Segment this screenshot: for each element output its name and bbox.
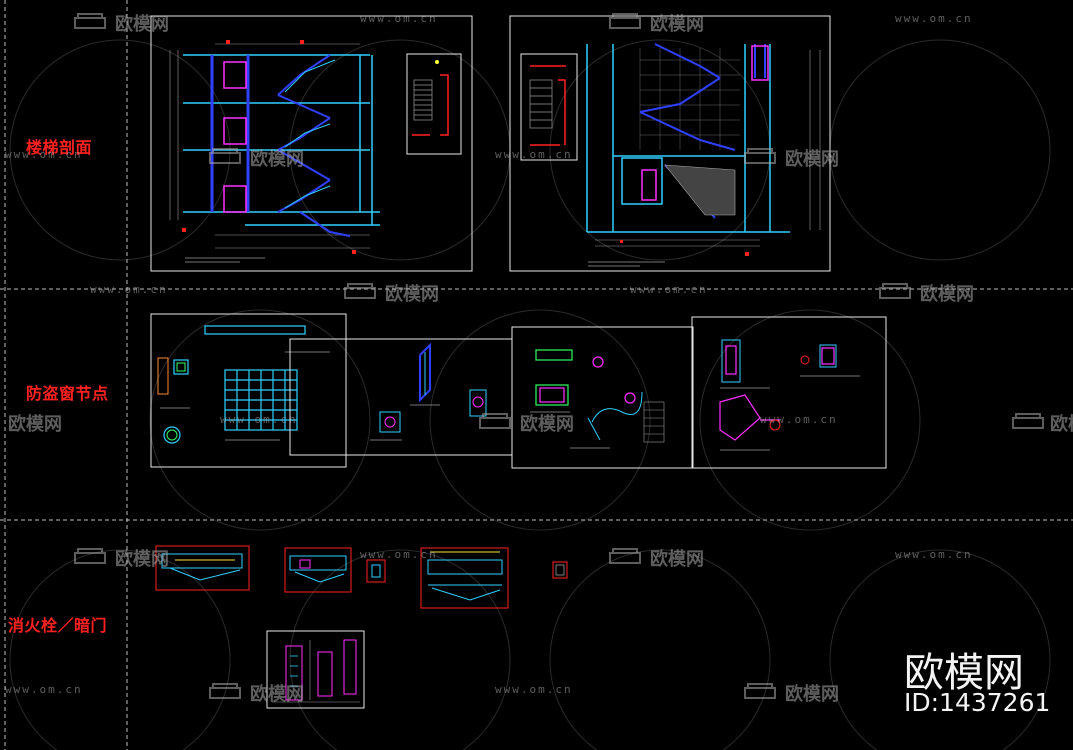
row-label-stair-section: 楼梯剖面 — [26, 138, 93, 157]
watermark-text: 欧模网 — [115, 14, 169, 35]
watermark-url: www.om.cn — [495, 683, 573, 696]
watermark-logo-icon — [74, 13, 106, 29]
hydrant-detail-4[interactable] — [420, 547, 509, 609]
watermark-url: www.om.cn — [495, 148, 573, 161]
watermark-logo-icon — [879, 283, 911, 299]
watermark-url: www.om.cn — [630, 283, 708, 296]
antitheft-sheet-4[interactable] — [691, 316, 887, 469]
watermark-logo-icon — [609, 548, 641, 564]
hydrant-detail-2[interactable] — [284, 547, 352, 593]
watermark-logo-icon — [744, 683, 776, 699]
watermark-url: www.om.cn — [220, 413, 298, 426]
brand-id: ID:1437261 — [904, 688, 1051, 717]
watermark-text: 欧模网 — [785, 684, 839, 705]
watermark-text: 欧模网 — [250, 149, 304, 170]
watermark-url: www.om.cn — [5, 683, 83, 696]
watermark-logo-icon — [209, 148, 241, 164]
watermark-logo-icon — [744, 148, 776, 164]
watermark-url: www.om.cn — [90, 283, 168, 296]
watermark-url: www.om.cn — [360, 548, 438, 561]
watermark-text: 欧模网 — [8, 414, 62, 435]
watermark-logo-icon — [74, 548, 106, 564]
stair-section-sheet-a[interactable] — [150, 15, 473, 272]
watermark-text: 欧模网 — [385, 284, 439, 305]
row-label-antitheft-window: 防盗窗节点 — [26, 384, 109, 403]
watermark-url: www.om.cn — [760, 413, 838, 426]
row-label-hydrant-door: 消火栓／暗门 — [8, 616, 108, 635]
watermark-logo-icon — [1012, 413, 1044, 429]
watermark-text: 欧模网 — [250, 684, 304, 705]
watermark-url: www.om.cn — [895, 12, 973, 25]
watermark-url: www.om.cn — [360, 12, 438, 25]
hydrant-detail-5[interactable] — [552, 561, 568, 579]
watermark-logo-icon — [344, 283, 376, 299]
stair-section-sheet-b[interactable] — [509, 15, 831, 272]
watermark-logo-icon — [609, 13, 641, 29]
watermark-url: www.om.cn — [5, 148, 83, 161]
watermark-text: 欧模网 — [920, 284, 974, 305]
brand-watermark: 欧模网 — [904, 650, 1024, 696]
antitheft-sheet-3[interactable] — [511, 326, 694, 469]
hydrant-detail-3[interactable] — [366, 559, 386, 583]
watermark-url: www.om.cn — [895, 548, 973, 561]
watermark-text: 欧模网 — [650, 14, 704, 35]
watermark-text: 欧模网 — [785, 149, 839, 170]
hidden-door-sheet[interactable] — [266, 630, 365, 709]
watermark-logo-icon — [479, 413, 511, 429]
watermark-text: 欧模网 — [650, 549, 704, 570]
antitheft-sheet-2[interactable] — [289, 338, 513, 456]
hydrant-detail-1[interactable] — [155, 545, 250, 591]
watermark-circles — [9, 39, 1051, 750]
watermark-text: 欧模网 — [1050, 414, 1073, 435]
watermark-text: 欧模网 — [115, 549, 169, 570]
watermark-text: 欧模网 — [520, 414, 574, 435]
watermark-logo-icon — [209, 683, 241, 699]
antitheft-sheet-1[interactable] — [150, 313, 347, 468]
